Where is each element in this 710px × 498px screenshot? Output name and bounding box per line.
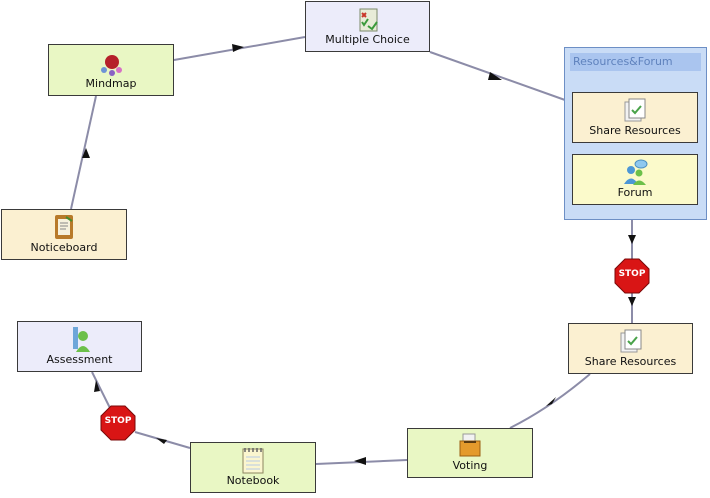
arrow-head [488, 72, 502, 80]
arrow-head [354, 457, 366, 465]
arrow-head [628, 297, 636, 306]
arrow-head [94, 380, 100, 392]
branching-group-resources-forum[interactable]: Resources&Forum Share Resources Forum [564, 47, 707, 220]
stop-label: STOP [618, 269, 646, 279]
arrow-head [232, 44, 244, 52]
activity-label: Notebook [226, 474, 280, 487]
activity-notebook[interactable]: Notebook [190, 442, 316, 493]
arrow-head [156, 438, 167, 444]
voting-icon [457, 432, 483, 462]
noticeboard-icon [52, 213, 76, 245]
activity-mindmap[interactable]: Mindmap [48, 44, 174, 96]
connector-noticeboard-to-mindmap [70, 95, 97, 210]
activity-label: Mindmap [85, 77, 137, 90]
notebook-icon [240, 446, 266, 478]
forum-icon [621, 158, 649, 190]
activity-share-resources[interactable]: Share Resources [568, 323, 693, 374]
connector-share-resources-to-voting [509, 373, 591, 429]
mindmap-icon [98, 51, 124, 81]
arrow-head [628, 235, 636, 244]
connector-stop-to-assessment [91, 371, 111, 409]
group-title: Resources&Forum [570, 53, 701, 71]
group-activity-forum[interactable]: Forum [572, 154, 698, 205]
stop-gate-icon[interactable]: STOP [614, 258, 650, 294]
activity-label: Assessment [46, 353, 113, 366]
activity-assessment[interactable]: Assessment [17, 321, 142, 372]
activity-label: Multiple Choice [325, 33, 410, 46]
activity-label: Forum [617, 186, 653, 199]
stop-gate-icon[interactable]: STOP [100, 405, 136, 441]
arrow-head [82, 148, 90, 158]
activity-voting[interactable]: Voting [407, 428, 533, 478]
share-resources-icon [618, 327, 644, 359]
activity-label: Noticeboard [30, 241, 98, 254]
assessment-icon [68, 325, 92, 357]
connector-multiple-choice-to-resources [429, 51, 566, 101]
stop-label: STOP [104, 416, 132, 426]
group-activity-share-resources[interactable]: Share Resources [572, 92, 698, 143]
activity-label: Share Resources [589, 124, 681, 137]
activity-label: Share Resources [584, 355, 677, 368]
activity-label: Voting [452, 459, 488, 472]
share-resources-icon [622, 96, 648, 128]
multiple-choice-icon [356, 7, 380, 37]
activity-multiple-choice[interactable]: Multiple Choice [305, 1, 430, 52]
arrow-head [546, 397, 556, 406]
activity-noticeboard[interactable]: Noticeboard [1, 209, 127, 260]
